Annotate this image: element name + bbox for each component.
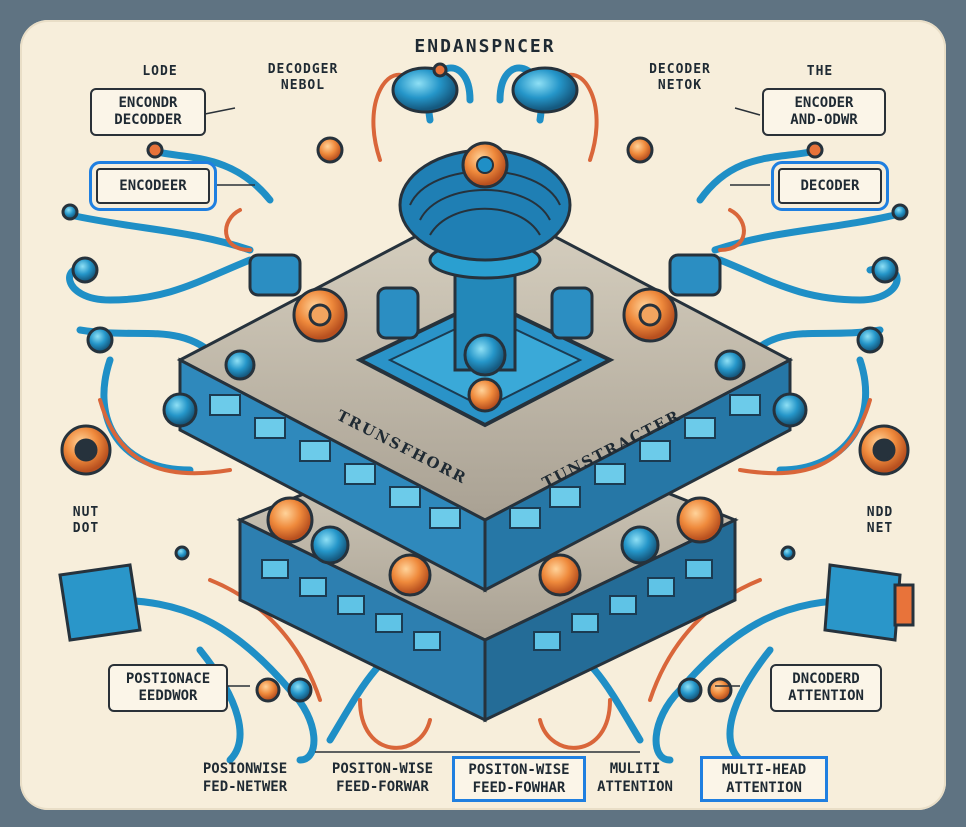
side-plugs — [58, 545, 915, 642]
label-lode: LODE — [142, 64, 178, 79]
top-connectors — [316, 62, 654, 164]
knobs — [162, 253, 808, 597]
label-the: THE — [806, 64, 834, 79]
decoder-box: DECODER — [771, 161, 889, 211]
side-eyes — [60, 141, 910, 476]
leader-lines — [199, 107, 770, 753]
encoder-box: ENCODEER — [89, 161, 217, 211]
central-tower — [398, 141, 572, 413]
diagram-title: ENDANSPNCER — [414, 36, 556, 57]
